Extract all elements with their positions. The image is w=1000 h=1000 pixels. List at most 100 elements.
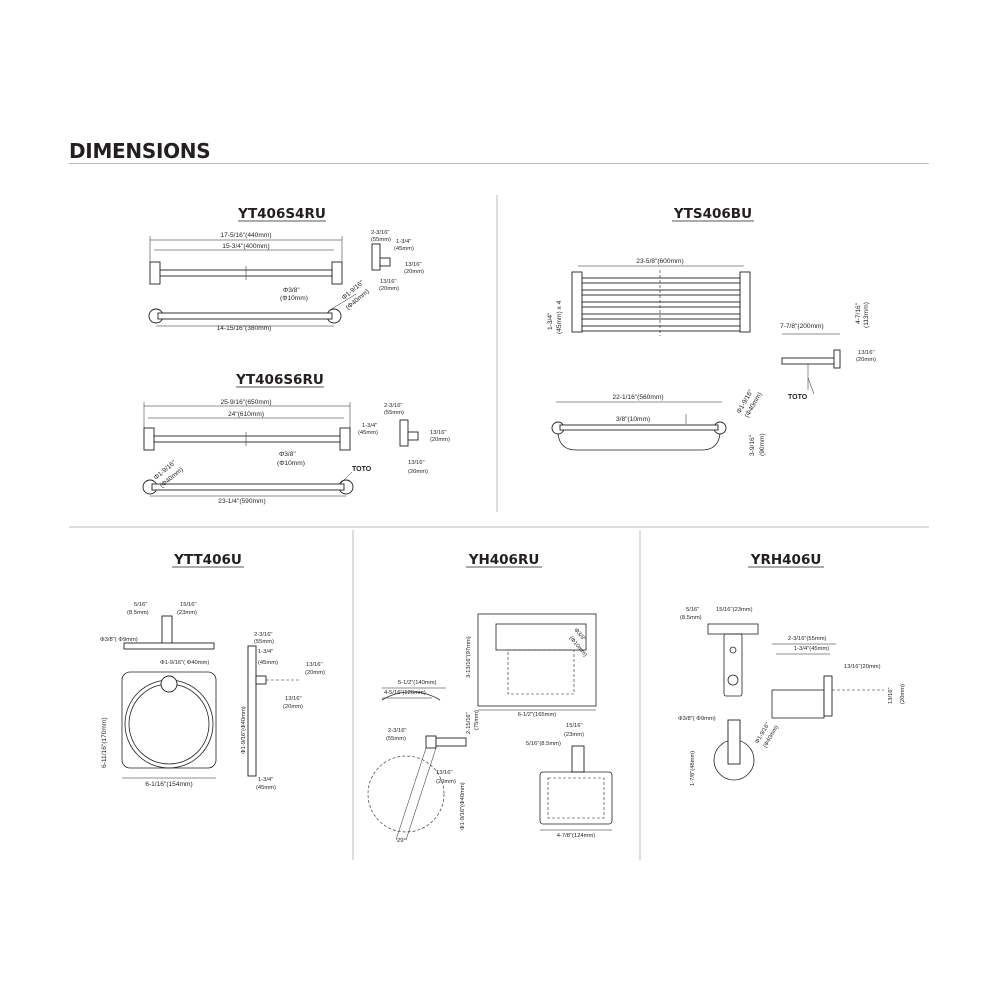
d-a-in: 2-3/16" xyxy=(388,728,407,734)
d-a-mm: (55mm) xyxy=(386,736,406,742)
dim-drop-in: 3-9/16" xyxy=(749,434,756,456)
side-mid-mm: (45mm) xyxy=(394,246,414,252)
model-yt406s4ru: YT406S4RU xyxy=(237,206,326,222)
dim-spacing-mm: (45mm) x 4 xyxy=(556,300,563,334)
dim-rod-mm: (Φ10mm) xyxy=(277,460,305,467)
dim-a-in: 5/16" xyxy=(134,602,147,608)
dim-rod: 3/8"(10mm) xyxy=(616,416,650,423)
d-flange: Φ1-9/16"(Φ40mm) xyxy=(460,782,466,830)
model-yh406ru: YH406RU xyxy=(468,552,540,568)
dim-overall: 25-9/16"(650mm) xyxy=(220,399,271,406)
s-r-mm: (20mm) xyxy=(305,670,325,676)
dim-bar: 23-1/4"(590mm) xyxy=(218,498,265,505)
dim-b-mm: (23mm) xyxy=(177,610,197,616)
t-a-in: 15/16" xyxy=(566,723,583,729)
d-h-in: 2-15/16" xyxy=(466,712,472,734)
d-h-mm: (75mm) xyxy=(474,710,480,730)
section-separators xyxy=(69,195,929,860)
brand-toto: TOTO xyxy=(352,466,372,473)
t-width: 4-7/8"(124mm) xyxy=(557,833,596,839)
dim-rod: Φ3/8"( Φ9mm) xyxy=(100,637,138,643)
side-mid-in: 1-3/4" xyxy=(396,239,411,245)
dim-rod-in: Φ3/8" xyxy=(279,451,296,458)
side-r-mm: (20mm) xyxy=(404,269,424,275)
page-title: DIMENSIONS xyxy=(69,139,211,163)
d-r-mm: (20mm) xyxy=(436,779,456,785)
s-mid-in: 1-3/4" xyxy=(258,649,273,655)
model-yt406s6ru: YT406S6RU xyxy=(235,372,324,388)
d-a-mm: (8.5mm) xyxy=(680,615,702,621)
side-b-mm: (20mm) xyxy=(379,286,399,292)
side-b-in: 13/16" xyxy=(408,460,425,466)
s-bot-in: 1-3/4" xyxy=(258,777,273,783)
side-top-mm: (55mm) xyxy=(384,410,404,416)
s-r-in: 13/16" xyxy=(306,662,323,668)
side-r-mm: (20mm) xyxy=(430,437,450,443)
side-top-mm: (55mm) xyxy=(371,237,391,243)
d-d: 1-3/4"(45mm) xyxy=(794,646,829,652)
panel-yt406s4ru: YT406S4RU 17-5/16"(440mm) 15-3/4"(400mm)… xyxy=(148,206,424,332)
s-b-in: 13/16" xyxy=(285,696,302,702)
side-r-in: 13/16" xyxy=(405,262,422,268)
s-top-in: 2-3/16" xyxy=(254,632,273,638)
side-top-in: 2-3/16" xyxy=(371,230,390,236)
panel-ytt406u: YTT406U 5/16" (8.5mm) 15/16" (23mm) Φ3/8… xyxy=(100,552,325,791)
dim-bar: 14-15/16"(380mm) xyxy=(217,325,272,332)
side-top-in: 2-3/16" xyxy=(384,403,403,409)
panel-yts406bu: YTS406BU 23-5/8"(600mm) 1-3/4" (45mm) x … xyxy=(547,206,876,456)
dim-spacing-in: 1-3/4" xyxy=(547,312,554,330)
dim-a-mm: (8.5mm) xyxy=(127,610,149,616)
side-b-in: 13/16" xyxy=(380,279,397,285)
side-b-mm: (20mm) xyxy=(408,469,428,475)
d-depth1: 5-1/2"(140mm) xyxy=(398,680,437,686)
panel-yh406ru: YH406RU 3-13/16"(97mm) Φ3/8" (Φ10mm) 6-1… xyxy=(367,552,613,844)
side-r-in: 13/16" xyxy=(430,430,447,436)
s-top-mm: (55mm) xyxy=(254,639,274,645)
dim-depth: 7-7/8"(200mm) xyxy=(780,323,824,330)
f-height: 3-13/16"(97mm) xyxy=(466,636,472,678)
side-mid-mm: (45mm) xyxy=(358,430,378,436)
dim-rod-mm: (Φ10mm) xyxy=(280,295,308,302)
dim-drop-mm: (90mm) xyxy=(759,433,766,456)
dim-center: 24"(610mm) xyxy=(228,411,264,418)
d-c: 2-3/16"(55mm) xyxy=(788,636,827,642)
d-f-in: 13/16" xyxy=(888,687,894,704)
panel-yt406s6ru: YT406S6RU 25-9/16"(650mm) 24"(610mm) Φ3/… xyxy=(142,372,450,505)
side-mid-in: 1-3/4" xyxy=(362,423,377,429)
dim-height: 6-11/16"(170mm) xyxy=(101,717,108,768)
dim-height-mm: (113mm) xyxy=(863,302,870,328)
t-b: 5/16"(8.5mm) xyxy=(526,741,561,747)
dim-center: 15-3/4"(400mm) xyxy=(222,243,269,250)
d-e: 13/16"(20mm) xyxy=(844,664,881,670)
f-width: 6-1/2"(165mm) xyxy=(518,712,557,718)
s-mid-mm: (45mm) xyxy=(258,660,278,666)
title-rule xyxy=(69,163,929,164)
panel-yrh406u: YRH406U 5/16" (8.5mm) 15/16"(23mm) 2-3/1… xyxy=(678,552,906,786)
dim-b-in: 15/16" xyxy=(180,602,197,608)
d-f-mm: (20mm) xyxy=(900,684,906,704)
dim-width: 6-1/16"(154mm) xyxy=(145,781,192,788)
t-a-mm: (23mm) xyxy=(564,732,584,738)
s-vert: Φ1-9/16"(Φ40mm) xyxy=(241,706,247,754)
d-b: 15/16"(23mm) xyxy=(716,607,753,613)
brand-toto: TOTO xyxy=(788,394,808,401)
dim-bottom: 22-1/16"(560mm) xyxy=(612,394,663,401)
dim-overall: 17-5/16"(440mm) xyxy=(220,232,271,239)
dim-flange: Φ1-9/16"( Φ40mm) xyxy=(160,660,209,666)
d-height: 1-7/8"(48mm) xyxy=(690,751,696,786)
d-angle: 29° xyxy=(397,838,406,844)
dim-side-mm: (20mm) xyxy=(856,357,876,363)
dim-side-in: 13/16" xyxy=(858,350,875,356)
d-depth2: 4-5/16"(126mm) xyxy=(384,690,426,696)
model-yts406bu: YTS406BU xyxy=(673,206,752,222)
d-r-in: 13/16" xyxy=(436,770,453,776)
dim-height-in: 4-7/16" xyxy=(855,302,862,324)
d-a-in: 5/16" xyxy=(686,607,699,613)
s-bot-mm: (45mm) xyxy=(256,785,276,791)
model-ytt406u: YTT406U xyxy=(173,552,242,568)
s-b-mm: (20mm) xyxy=(283,704,303,710)
model-yrh406u: YRH406U xyxy=(750,552,822,568)
dim-rod-in: Φ3/8" xyxy=(283,287,300,294)
dim-width: 23-5/8"(600mm) xyxy=(636,258,683,265)
